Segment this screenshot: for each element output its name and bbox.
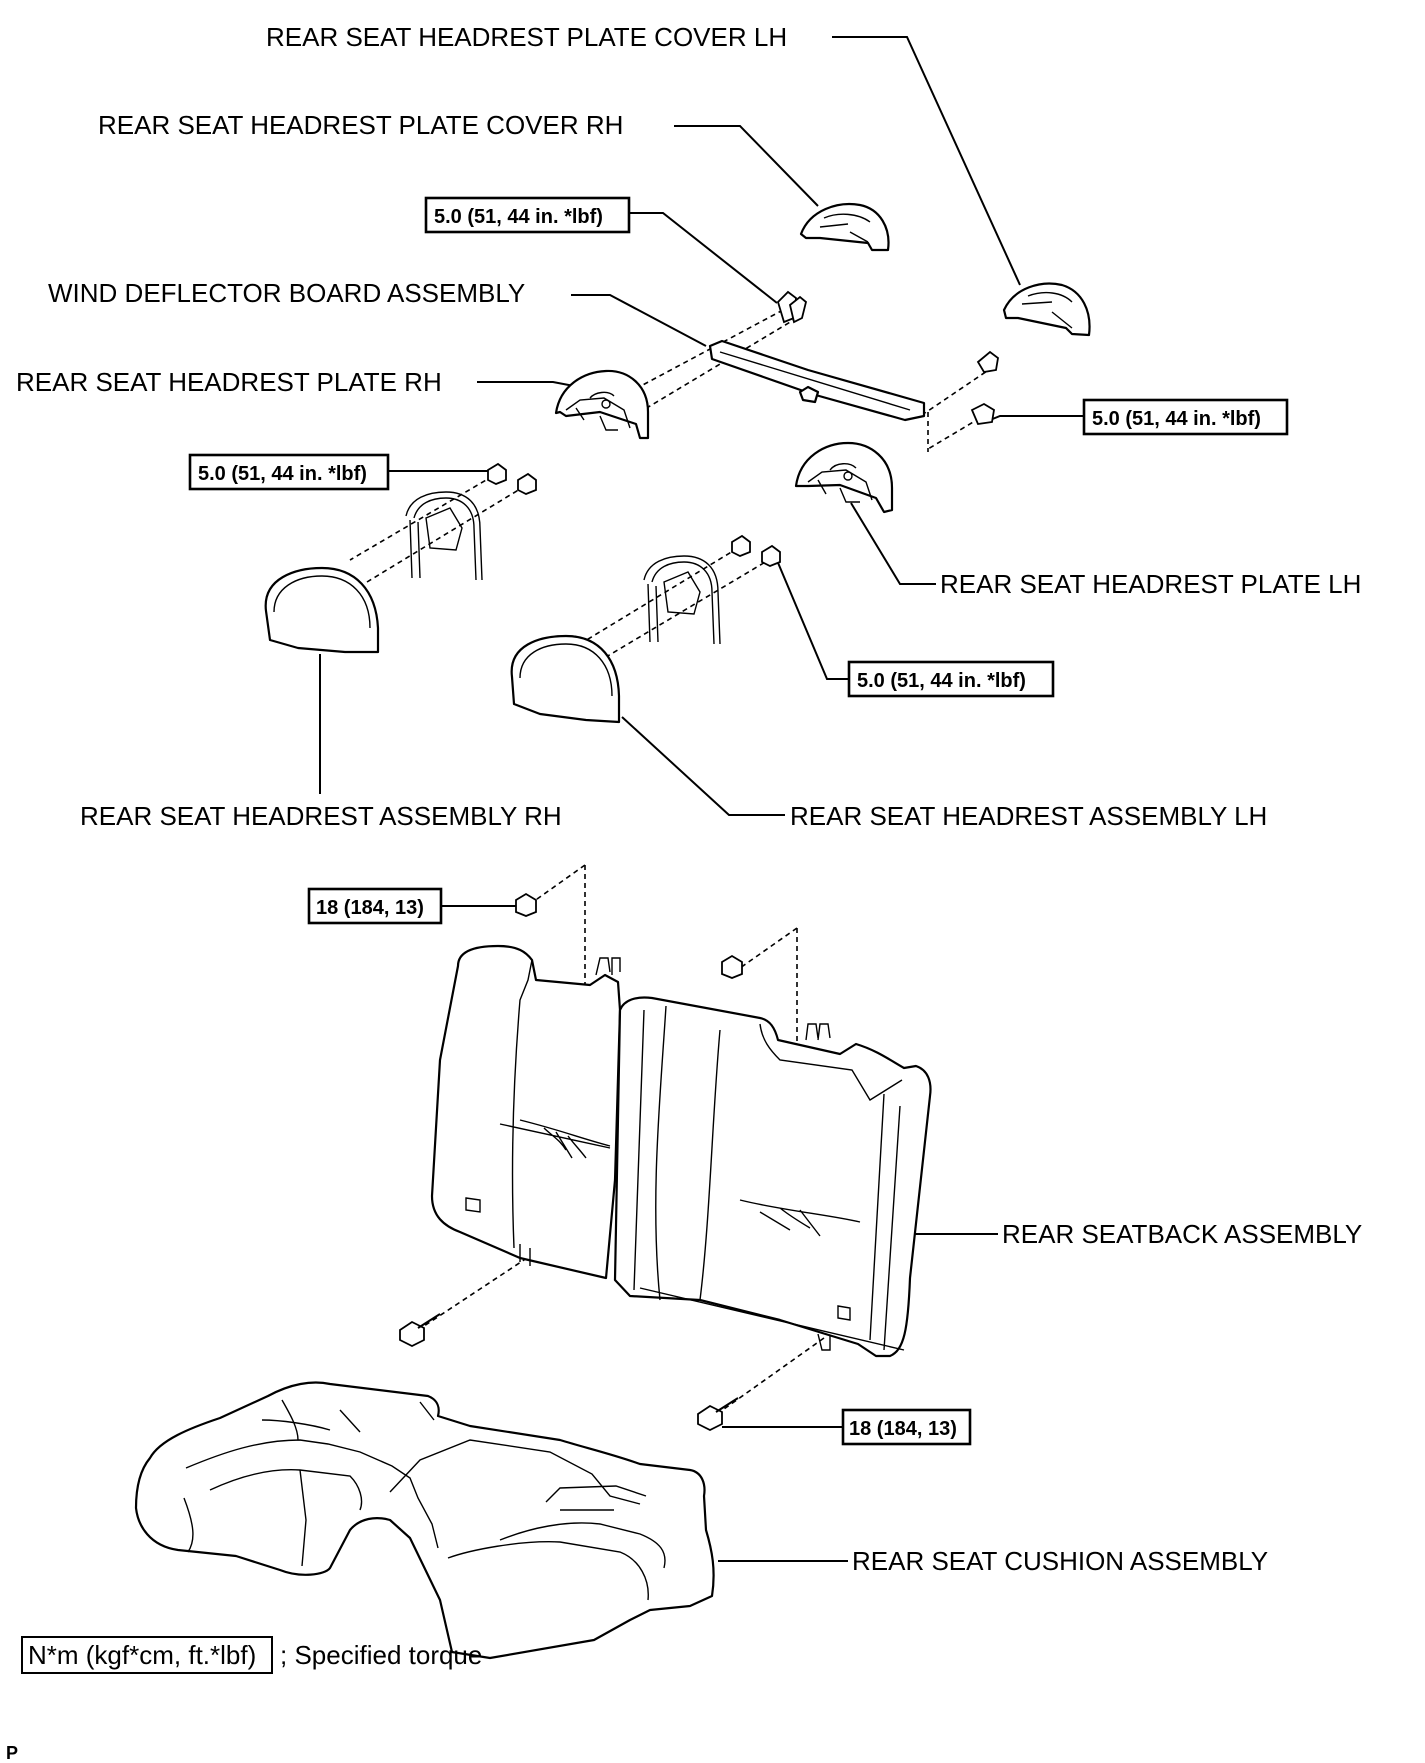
label-plate-cover-lh: REAR SEAT HEADREST PLATE COVER LH — [266, 22, 787, 52]
torque-legend: N*m (kgf*cm, ft.*lbf) ; Specified torque — [21, 1636, 482, 1674]
label-headrest-rh: REAR SEAT HEADREST ASSEMBLY RH — [80, 801, 562, 831]
label-plate-rh: REAR SEAT HEADREST PLATE RH — [16, 367, 442, 397]
label-headrest-lh: REAR SEAT HEADREST ASSEMBLY LH — [790, 801, 1267, 831]
label-plate-cover-rh: REAR SEAT HEADREST PLATE COVER RH — [98, 110, 623, 140]
deflector-clips — [776, 290, 808, 324]
svg-text:5.0 (51, 44 in. *lbf): 5.0 (51, 44 in. *lbf) — [857, 670, 1026, 692]
headrest-rh — [264, 566, 380, 654]
seatback-fasteners — [399, 892, 743, 1432]
torque-deflector-right: 5.0 (51, 44 in. *lbf) — [1082, 398, 1289, 436]
torque-seatback-lower: 18 (184, 13) — [841, 1408, 972, 1446]
label-wind-deflector: WIND DEFLECTOR BOARD ASSEMBLY — [48, 278, 525, 308]
label-cushion: REAR SEAT CUSHION ASSEMBLY — [852, 1546, 1268, 1576]
legend-unit: N*m (kgf*cm, ft.*lbf) — [28, 1640, 256, 1670]
corner-mark: P — [6, 1743, 18, 1763]
torque-seatback-upper: 18 (184, 13) — [307, 887, 443, 925]
headrest-rh-stays — [405, 491, 483, 581]
torque-headrest-lh: 5.0 (51, 44 in. *lbf) — [847, 660, 1055, 698]
svg-text:5.0 (51, 44 in. *lbf): 5.0 (51, 44 in. *lbf) — [198, 463, 367, 485]
plate-lh — [794, 441, 894, 514]
svg-text:5.0 (51, 44 in. *lbf): 5.0 (51, 44 in. *lbf) — [434, 206, 603, 228]
torque-deflector-upper: 5.0 (51, 44 in. *lbf) — [424, 196, 631, 234]
part-labels: REAR SEAT HEADREST PLATE COVER LH REAR S… — [16, 22, 1362, 1576]
svg-text:18 (184, 13): 18 (184, 13) — [316, 897, 424, 919]
seatback-assembly — [430, 944, 932, 1358]
plate-rh — [554, 369, 650, 440]
headrest-nuts — [487, 462, 781, 567]
install-lines — [349, 309, 994, 1415]
leader-lines — [319, 36, 1084, 1562]
headrest-lh-stays — [643, 555, 721, 645]
torque-specs: 5.0 (51, 44 in. *lbf) 5.0 (51, 44 in. *l… — [188, 196, 1289, 1446]
legend-text: ; Specified torque — [280, 1640, 482, 1670]
headrest-lh — [510, 634, 621, 724]
svg-text:5.0 (51, 44 in. *lbf): 5.0 (51, 44 in. *lbf) — [1092, 408, 1261, 430]
label-plate-lh: REAR SEAT HEADREST PLATE LH — [940, 569, 1361, 599]
svg-text:18 (184, 13): 18 (184, 13) — [849, 1418, 957, 1440]
torque-headrest-rh: 5.0 (51, 44 in. *lbf) — [188, 453, 390, 491]
deflector-nuts — [970, 350, 999, 425]
wind-deflector-board — [708, 339, 926, 422]
plate-cover-rh — [799, 203, 890, 252]
label-seatback: REAR SEATBACK ASSEMBLY — [1002, 1219, 1362, 1249]
plate-cover-lh — [1002, 282, 1091, 337]
rear-seat-cushion — [134, 1381, 715, 1660]
